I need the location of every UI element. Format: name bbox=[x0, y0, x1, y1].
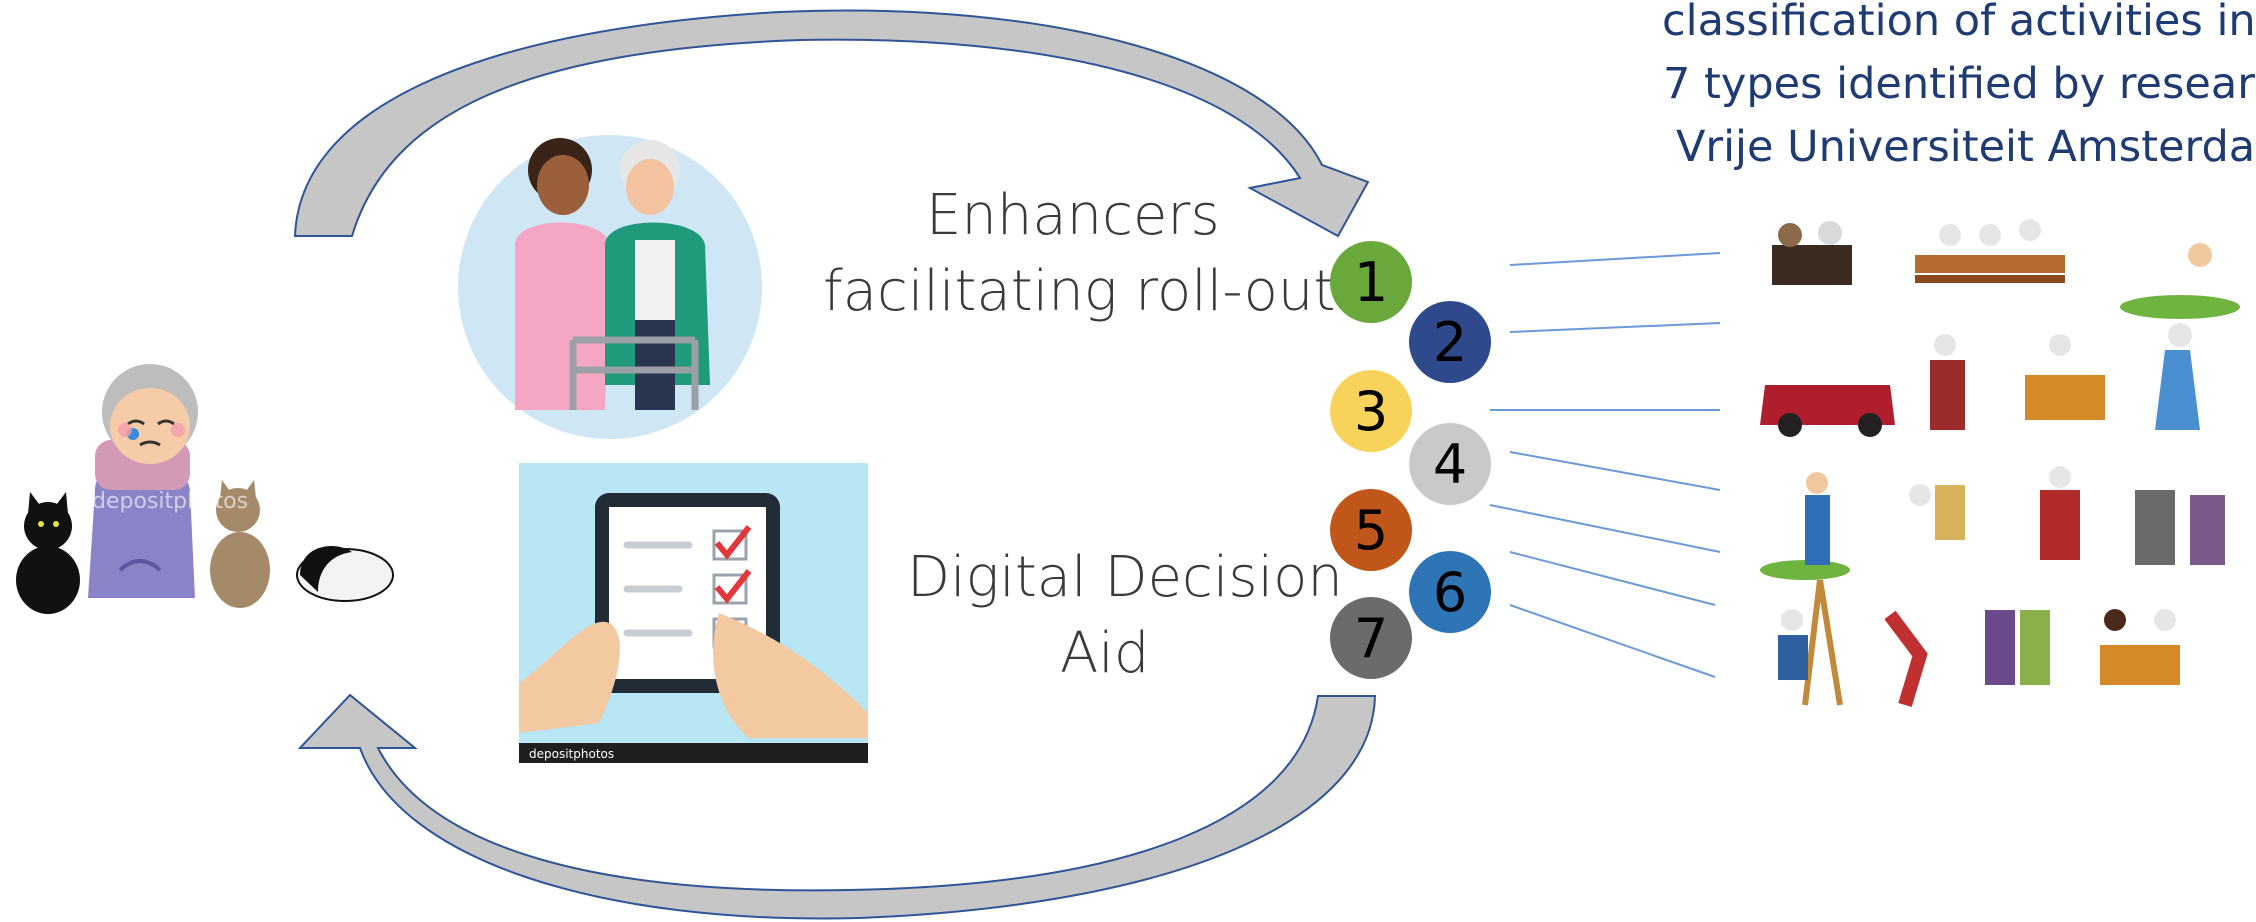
decision-label-line-1: Digital Decision bbox=[907, 545, 1343, 610]
caption-line-3: Vrije Universiteit Amsterda bbox=[1676, 122, 2256, 172]
decision-label-line-2: Aid bbox=[1060, 621, 1150, 686]
elderly-woman-with-cats-illustration: depositphotos bbox=[16, 364, 394, 614]
enhancers-label-line-2: facilitating roll-out bbox=[823, 259, 1336, 324]
watermark-text: depositphotos bbox=[92, 489, 248, 514]
enhancers-label-line-1: Enhancers bbox=[926, 183, 1220, 248]
activity-row-3 bbox=[1760, 466, 2225, 580]
activity-type-circle-1: 1 bbox=[1330, 241, 1412, 323]
activity-row-4 bbox=[1778, 579, 2180, 708]
activity-types-illustrations bbox=[1760, 215, 2242, 715]
activity-type-circle-2: 2 bbox=[1409, 301, 1491, 383]
top-curved-arrow bbox=[293, 9, 1370, 238]
activity-row-2 bbox=[1760, 323, 2200, 437]
activity-type-circle-7: 7 bbox=[1330, 597, 1412, 679]
tablet-checklist-illustration: depositphotos bbox=[519, 463, 868, 763]
caption-line-2: 7 types identified by resear bbox=[1663, 59, 2255, 109]
activity-type-circle-6: 6 bbox=[1409, 551, 1491, 633]
activity-type-circle-5: 5 bbox=[1330, 489, 1412, 571]
caregiver-illustration bbox=[455, 115, 765, 439]
activity-type-circle-4: 4 bbox=[1409, 423, 1491, 505]
bottom-curved-arrow bbox=[297, 693, 1377, 920]
activity-type-circle-3: 3 bbox=[1330, 370, 1412, 452]
connector-lines bbox=[1489, 252, 1721, 678]
caption-line-1: classification of activities in bbox=[1662, 0, 2256, 46]
activity-row-1 bbox=[1772, 219, 2240, 319]
svg-text:depositphotos: depositphotos bbox=[529, 747, 614, 761]
